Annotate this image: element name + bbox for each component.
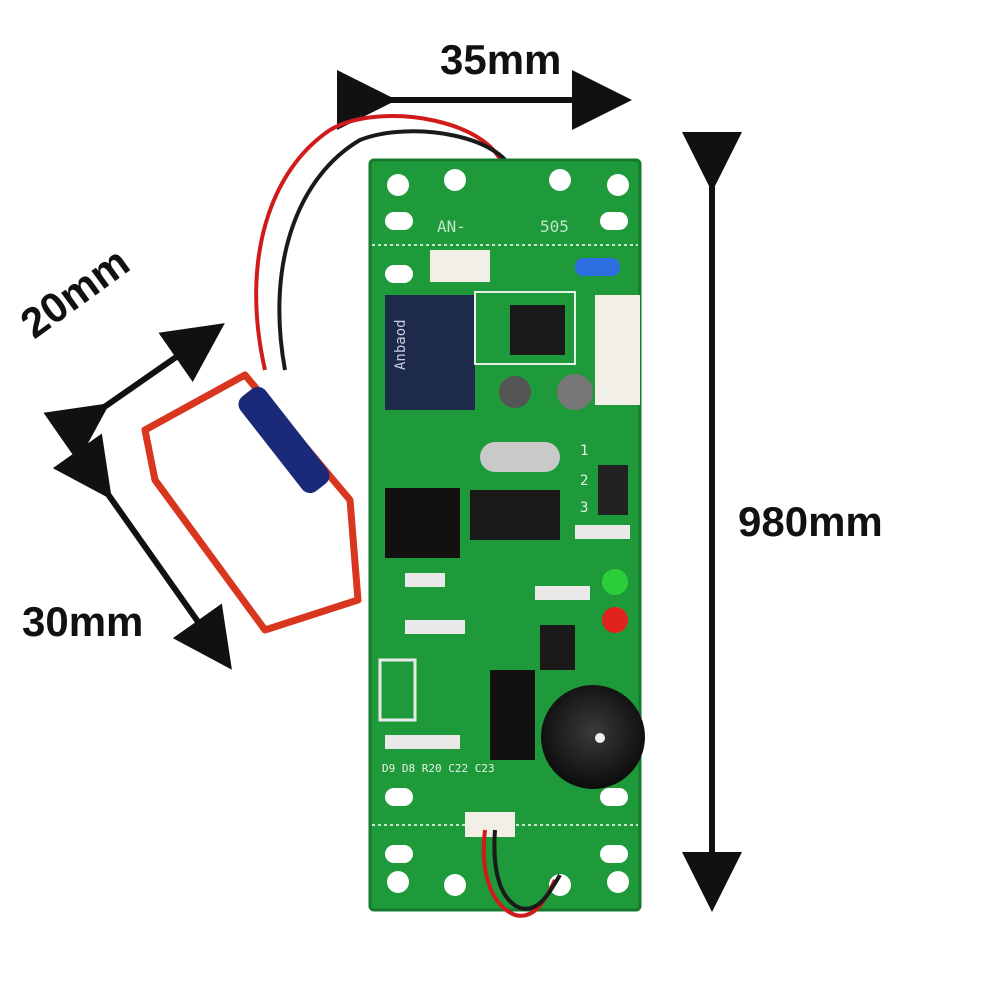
width-label: 35mm bbox=[440, 36, 562, 83]
length-label: 980mm bbox=[738, 498, 883, 545]
coil-height-arrow bbox=[52, 433, 232, 670]
jumper-label-2: 2 bbox=[580, 473, 588, 489]
coil-height-label: 30mm bbox=[22, 598, 144, 645]
relay-marking: Anbaod bbox=[393, 319, 409, 370]
silkscreen-left: AN- bbox=[437, 217, 466, 236]
silkscreen-right: 505 bbox=[540, 217, 569, 236]
coil-wires bbox=[254, 114, 517, 371]
coil-width-arrow bbox=[43, 323, 225, 463]
jumper-label-3: 3 bbox=[580, 500, 588, 516]
silkscreen-bottom-labels: D9 D8 R20 C22 C23 bbox=[382, 762, 495, 775]
jumper-label-1: 1 bbox=[580, 443, 588, 459]
pcb-board bbox=[368, 158, 645, 912]
antenna-coil bbox=[141, 371, 362, 634]
